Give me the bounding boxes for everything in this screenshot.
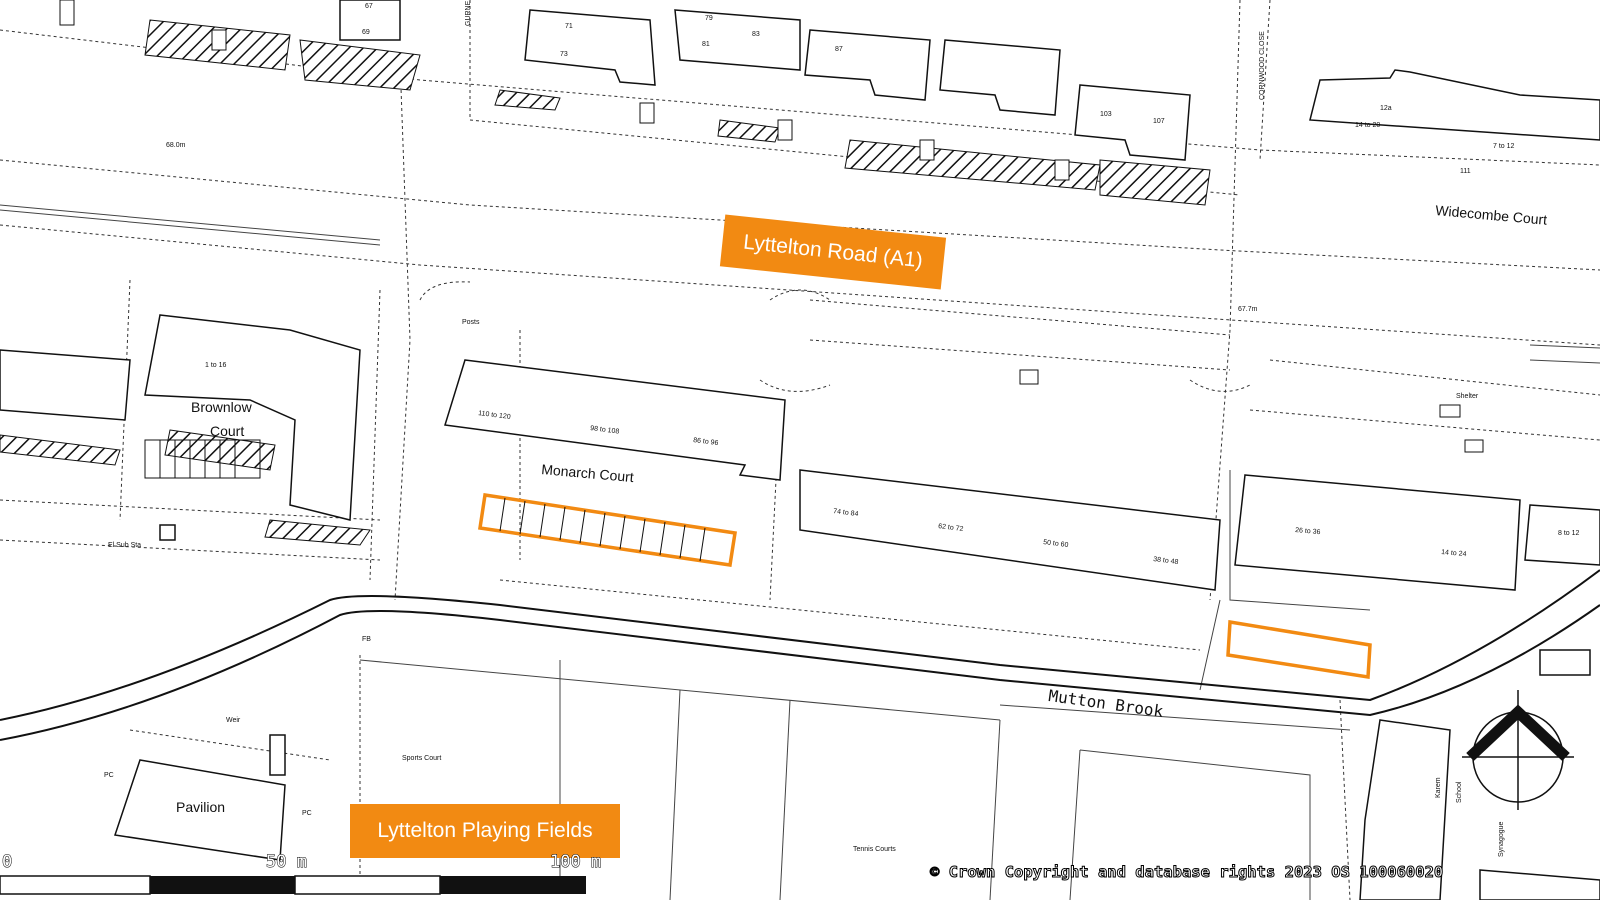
- label-103: 103: [1100, 111, 1112, 118]
- label-shelter: Shelter: [1456, 393, 1479, 400]
- label-12a: 12a: [1380, 105, 1392, 112]
- label-98-108: 98 to 108: [590, 425, 620, 436]
- label-elev-68: 68.0m: [166, 142, 186, 149]
- label-pc-1: PC: [104, 772, 114, 779]
- label-83: 83: [752, 31, 760, 38]
- label-8-12: 8 to 12: [1558, 530, 1580, 537]
- site-outline: [1226, 619, 1372, 680]
- label-7-12: 7 to 12: [1493, 143, 1515, 150]
- label-gurney: GURNE: [465, 0, 472, 26]
- label-67: 67: [365, 3, 373, 10]
- label-synagogue: Synagogue: [1498, 821, 1505, 857]
- label-sports-court: Sports Court: [402, 755, 441, 762]
- label-weir: Weir: [226, 717, 241, 724]
- label-fb: FB: [362, 636, 371, 643]
- label-elev-67: 67.7m: [1238, 306, 1258, 313]
- playing-fields-callout: Lyttelton Playing Fields: [350, 804, 620, 858]
- label-14-24: 14 to 24: [1441, 549, 1467, 558]
- label-tennis-courts: Tennis Courts: [853, 846, 896, 853]
- label-el-sub: El Sub Sta: [108, 542, 141, 549]
- label-81: 81: [702, 41, 710, 48]
- scale-label-50m: 50 m: [266, 852, 308, 873]
- garage-dividers: [499, 497, 706, 562]
- label-1-16: 1 to 16: [205, 362, 227, 369]
- label-monarch-court: Monarch Court: [541, 461, 635, 485]
- label-brownlow: Brownlow: [191, 399, 253, 415]
- label-cornwood: CORNWOOD CLOSE: [1259, 31, 1266, 100]
- parking-bays: [144, 439, 261, 479]
- label-107: 107: [1153, 118, 1165, 125]
- label-110-120: 110 to 120: [478, 410, 511, 421]
- label-38-48: 38 to 48: [1153, 556, 1179, 566]
- label-school: School: [1456, 781, 1463, 803]
- label-50-60: 50 to 60: [1043, 539, 1069, 549]
- label-74-84: 74 to 84: [833, 508, 859, 518]
- label-73: 73: [560, 51, 568, 58]
- label-26-36: 26 to 36: [1295, 527, 1321, 536]
- property-lines: [0, 204, 1600, 900]
- highlighted-features: [478, 493, 1372, 680]
- label-widecombe: Widecombe Court: [1435, 202, 1548, 228]
- label-14-20: 14 to 20: [1355, 122, 1380, 129]
- label-pc-2: PC: [302, 810, 312, 817]
- north-arrow-icon: [1462, 690, 1574, 810]
- label-brownlow-court: Court: [210, 423, 244, 439]
- label-posts: Posts: [462, 319, 480, 326]
- scale-label-zero: 0: [1, 852, 13, 873]
- label-71: 71: [565, 23, 573, 30]
- label-69: 69: [362, 29, 370, 36]
- monarch-court-garages: [478, 493, 738, 567]
- steps: [59, 0, 1484, 453]
- label-79: 79: [705, 15, 713, 22]
- label-86-96: 86 to 96: [693, 437, 719, 447]
- scale-bar: [0, 875, 586, 895]
- mutton-brook: [0, 569, 1600, 741]
- label-62-72: 62 to 72: [938, 523, 964, 533]
- label-87: 87: [835, 46, 843, 53]
- scale-label-100m: 100 m: [549, 852, 602, 873]
- copyright-notice: © Crown Copyright and database rights 20…: [929, 863, 1444, 882]
- label-111: 111: [1460, 168, 1471, 175]
- label-karem: Karem: [1435, 777, 1442, 798]
- label-pavilion: Pavilion: [176, 799, 225, 815]
